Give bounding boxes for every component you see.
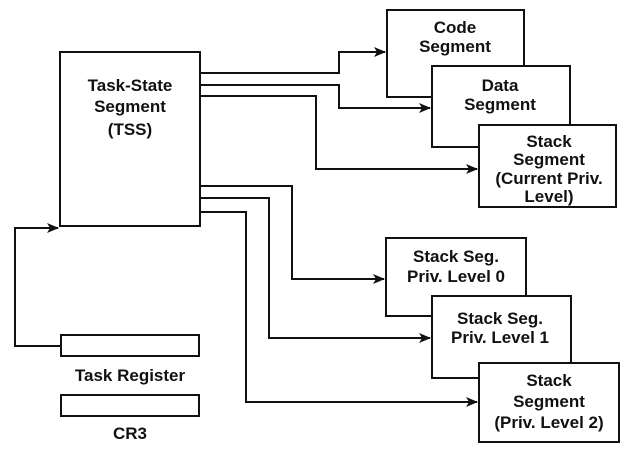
stack-pl1-line1: Stack Seg. xyxy=(457,309,543,328)
task-register-box xyxy=(60,334,200,357)
stack-pl0-line1: Stack Seg. xyxy=(413,247,499,266)
tss-label-line1: Task-State xyxy=(88,76,173,95)
data-segment-line2: Segment xyxy=(464,95,536,114)
arrow-to-code-segment xyxy=(200,47,386,74)
tss-label-line2: Segment xyxy=(94,97,166,116)
stack-pl2-line1: Stack xyxy=(526,371,572,390)
stack-current-line2: Segment xyxy=(513,150,585,169)
stack-pl1-line2: Priv. Level 1 xyxy=(451,328,549,347)
arrow-task-register-to-tss xyxy=(14,223,61,347)
stack-segment-current-box: Stack Segment (Current Priv. Level) xyxy=(478,124,617,208)
stack-current-line4: Level) xyxy=(524,187,573,206)
arrow-to-data-segment xyxy=(200,84,431,113)
stack-segment-pl2-box: Stack Segment (Priv. Level 2) xyxy=(478,362,620,443)
tss-label-line3: (TSS) xyxy=(108,120,152,139)
stack-current-line3: (Current Priv. xyxy=(495,169,602,188)
cr3-box xyxy=(60,394,200,417)
stack-pl2-line3: (Priv. Level 2) xyxy=(494,413,603,432)
arrow-to-stack-pl0 xyxy=(200,185,385,284)
arrow-to-stack-current xyxy=(200,95,478,174)
stack-current-line1: Stack xyxy=(526,132,572,151)
stack-pl2-line2: Segment xyxy=(513,392,585,411)
code-segment-line1: Code xyxy=(434,18,477,37)
arrow-to-stack-pl2 xyxy=(200,211,478,407)
stack-pl0-line2: Priv. Level 0 xyxy=(407,267,505,286)
tss-box: Task-State Segment (TSS) xyxy=(59,51,201,227)
arrow-to-stack-pl1 xyxy=(200,197,431,343)
code-segment-line2: Segment xyxy=(419,37,491,56)
cr3-label: CR3 xyxy=(113,424,147,443)
data-segment-line1: Data xyxy=(482,76,519,95)
task-register-label: Task Register xyxy=(75,366,186,385)
